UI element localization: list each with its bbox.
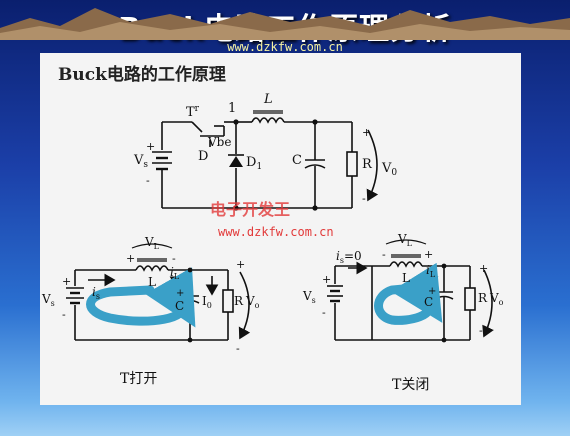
node-dot bbox=[233, 119, 239, 125]
minus-sign: - bbox=[62, 308, 66, 321]
d-label: D bbox=[198, 149, 208, 164]
r-label: R bbox=[234, 294, 244, 308]
content-panel bbox=[40, 53, 521, 405]
minus-sign: - bbox=[362, 192, 366, 205]
node-dot bbox=[441, 263, 447, 269]
top-buck-circuit bbox=[152, 110, 379, 209]
t-off-caption: T关闭 bbox=[392, 377, 429, 393]
mountain-decoration bbox=[0, 8, 570, 40]
vl-label: VL bbox=[144, 235, 160, 251]
io-label: I0 bbox=[202, 294, 212, 310]
plus-sign: + bbox=[146, 140, 155, 153]
plus-sign: + bbox=[424, 248, 433, 261]
current-loop-arrow bbox=[86, 267, 196, 328]
watermark-url: www.dzkfw.com.cn bbox=[218, 225, 334, 239]
node-dot bbox=[187, 267, 193, 273]
node-dot bbox=[441, 337, 447, 343]
minus-sign: - bbox=[172, 252, 176, 265]
minus-sign: - bbox=[479, 324, 483, 337]
is0-label: is=0 bbox=[336, 249, 362, 265]
plus-sign: + bbox=[362, 126, 371, 139]
minus-sign: - bbox=[322, 306, 326, 319]
l-label: L bbox=[148, 275, 156, 289]
node-1-label: 1 bbox=[228, 101, 236, 116]
minus-sign: - bbox=[236, 342, 240, 355]
left-circuit-labels: VL + - L is iL I0 C R Vs Vo + - + + - bbox=[41, 235, 260, 355]
node-dot bbox=[233, 205, 239, 211]
plus-sign: + bbox=[62, 275, 71, 288]
vs-label: Vs bbox=[41, 292, 55, 308]
inductor-label: L bbox=[263, 92, 273, 107]
c-label: C bbox=[175, 299, 184, 313]
node-dot bbox=[312, 205, 318, 211]
vs-label: Vs bbox=[133, 153, 148, 170]
tr-label: Tr bbox=[186, 104, 200, 120]
vs-label: Vs bbox=[302, 289, 316, 305]
plus-sign: + bbox=[126, 252, 135, 265]
node-dot bbox=[312, 119, 318, 125]
l-label: L bbox=[402, 271, 410, 285]
il-label: iL bbox=[170, 265, 180, 281]
r-label: R bbox=[362, 157, 373, 172]
is-label: is bbox=[92, 285, 100, 301]
watermark-brand: 电子开发王 bbox=[210, 200, 290, 219]
plus-sign: + bbox=[479, 262, 488, 275]
right-circuit-labels: is=0 VL - + L iL C R Vs Vo + - + + - bbox=[302, 232, 504, 337]
minus-sign: - bbox=[382, 248, 386, 261]
t-on-caption: T打开 bbox=[120, 370, 157, 387]
node-dot bbox=[187, 337, 193, 343]
c-label: C bbox=[292, 153, 302, 168]
vo-label: V0 bbox=[381, 161, 397, 178]
plus-sign: + bbox=[236, 258, 245, 271]
plus-sign: + bbox=[176, 288, 184, 299]
c-label: C bbox=[424, 295, 433, 309]
vbe-label: Vbe bbox=[207, 135, 231, 149]
minus-sign: - bbox=[146, 174, 150, 187]
plus-sign: + bbox=[428, 286, 436, 297]
il-label: iL bbox=[426, 263, 436, 279]
r-label: R bbox=[478, 291, 488, 305]
d1-diode-triangle bbox=[229, 156, 243, 167]
plus-sign: + bbox=[322, 273, 331, 286]
freewheel-loop-arrow bbox=[374, 262, 443, 325]
panel-subtitle: Buck电路的工作原理 bbox=[58, 65, 226, 85]
d1-label: D1 bbox=[246, 155, 262, 172]
header-url: www.dzkfw.com.cn bbox=[227, 40, 343, 54]
top-circuit-labels: Tr 1 L Vbe D D1 C R Vs V0 + - + - bbox=[133, 92, 397, 205]
vo-label: Vo bbox=[245, 294, 260, 310]
vl-label: VL bbox=[397, 232, 413, 248]
vo-label: Vo bbox=[489, 291, 504, 307]
